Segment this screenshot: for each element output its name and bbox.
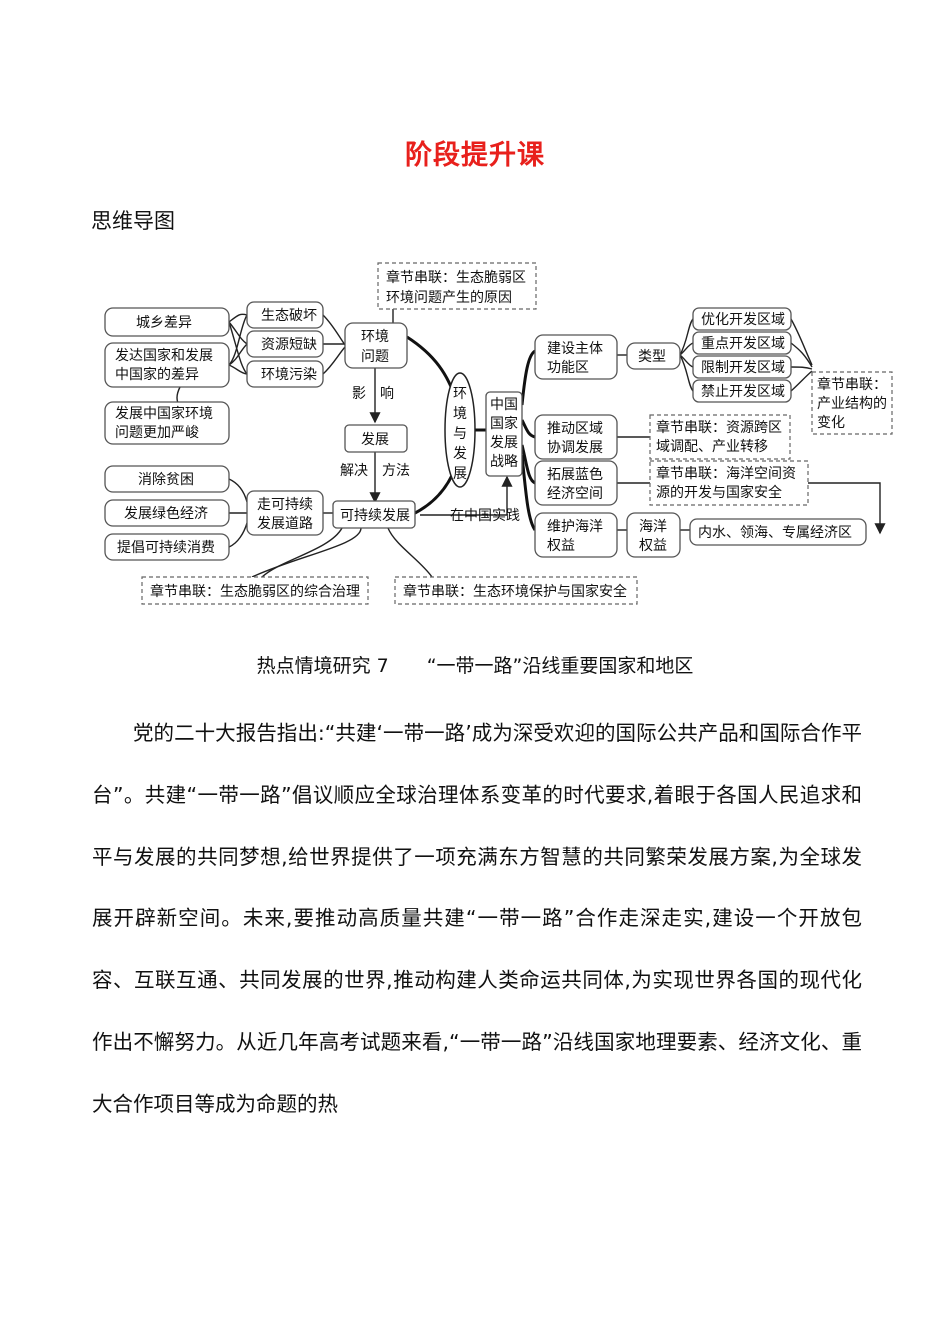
link-transfer-line2: 域调配、产业转移 xyxy=(656,439,768,455)
development-label: 发展 xyxy=(361,432,389,448)
zone-box xyxy=(692,355,792,379)
cause-worse-line2: 问题更加严峻 xyxy=(115,425,199,441)
link-box-env-cause xyxy=(377,262,537,310)
path-item-green-economy: 发展绿色经济 xyxy=(124,505,208,522)
case-study-title: 热点情境研究 7 “一带一路”沿线重要国家和地区 xyxy=(256,655,694,677)
center-ellipse xyxy=(444,372,476,488)
link-industry-line: 产业结构的 xyxy=(817,396,887,412)
sustainable-label: 可持续发展 xyxy=(340,507,410,524)
zone-optimized: 优化开发区域 xyxy=(701,312,785,328)
label-influence: 影 响 xyxy=(352,386,394,402)
item-regional-line2: 协调发展 xyxy=(547,440,603,456)
env-problem-line1: 环境 xyxy=(361,329,389,345)
mind-map: 章节串联：生态脆弱区 环境问题产生的原因 环境 问题 生态破坏 资源短缺 环境污… xyxy=(104,262,893,605)
center-char: 与 xyxy=(453,426,467,442)
cause-dev-gap-line2: 中国家的差异 xyxy=(115,366,199,383)
zone-restricted: 限制开发区域 xyxy=(701,360,785,376)
center-char: 发 xyxy=(453,446,467,462)
ocean-rights-line2: 权益 xyxy=(639,538,667,554)
section-label: 思维导图 xyxy=(91,209,175,233)
path-line2: 发展道路 xyxy=(257,516,313,532)
cause-dev-gap-line1: 发达国家和发展 xyxy=(115,347,213,364)
problem-ecological-damage: 生态破坏 xyxy=(261,308,317,324)
link-box-transfer xyxy=(649,414,791,460)
problem-pollution: 环境污染 xyxy=(261,367,317,383)
sustainable-box xyxy=(332,500,416,529)
development-box xyxy=(344,424,408,453)
zone-box xyxy=(692,379,792,403)
link-box-industry xyxy=(811,371,893,435)
item-ocean-line1: 维护海洋 xyxy=(547,519,603,535)
link-box-env-security xyxy=(394,576,638,605)
item-blue-line2: 经济空间 xyxy=(547,486,603,502)
link-ocean-line1: 章节串联：海洋空间资 xyxy=(656,465,796,482)
env-problem-box xyxy=(344,322,408,369)
center-char: 境 xyxy=(453,406,467,422)
strategy-box xyxy=(485,391,523,477)
strategy-item-box xyxy=(534,460,618,506)
label-china-practice: 在中国实践 xyxy=(450,508,520,524)
link-box-ocean xyxy=(649,460,809,506)
zone-box xyxy=(692,307,792,331)
zone-key: 重点开发区域 xyxy=(701,336,785,352)
item-blue-line1: 拓展蓝色 xyxy=(547,466,603,483)
link-fragile-governance: 章节串联：生态脆弱区的综合治理 xyxy=(150,583,360,600)
strategy-item-box xyxy=(534,512,618,558)
problem-box xyxy=(246,360,324,388)
path-item-box xyxy=(104,533,230,561)
center-char: 展 xyxy=(453,466,467,482)
cause-box xyxy=(104,342,230,388)
link-transfer-line1: 章节串联：资源跨区 xyxy=(656,419,782,436)
link-env-cause-line2: 环境问题产生的原因 xyxy=(386,290,512,306)
link-ocean-line2: 源的开发与国家安全 xyxy=(656,484,782,501)
problem-box xyxy=(246,301,324,329)
waters-box xyxy=(689,518,867,546)
path-item-poverty: 消除贫困 xyxy=(138,472,194,488)
type-box xyxy=(626,342,681,370)
strategy-item-box xyxy=(534,414,618,460)
item-ocean-line2: 权益 xyxy=(547,538,575,554)
type-label: 类型 xyxy=(638,349,666,365)
problem-resource-shortage: 资源短缺 xyxy=(261,337,317,353)
link-env-cause-line1: 章节串联：生态脆弱区 xyxy=(386,269,526,286)
path-item-box xyxy=(104,465,230,493)
strategy-line: 战略 xyxy=(490,454,518,470)
cause-urban-rural: 城乡差异 xyxy=(136,315,192,331)
path-line1: 走可持续 xyxy=(257,496,313,513)
path-item-box xyxy=(104,499,230,527)
center-char: 环 xyxy=(453,386,467,402)
strategy-line: 国家 xyxy=(490,415,518,432)
cause-box xyxy=(104,307,230,337)
zone-box xyxy=(692,331,792,355)
zone-prohibited: 禁止开发区域 xyxy=(701,384,785,400)
body-paragraph: 党的二十大报告指出:“共建‘一带一路’成为深受欢迎的国际公共产品和国际合作平台”… xyxy=(92,721,862,1116)
link-industry-line: 变化 xyxy=(817,415,845,431)
strategy-line: 中国 xyxy=(490,397,518,413)
strategy-item-box xyxy=(534,334,618,380)
strategy-line: 发展 xyxy=(490,435,518,451)
ocean-rights-line1: 海洋 xyxy=(639,519,667,535)
env-problem-line2: 问题 xyxy=(361,349,389,365)
page-title: 阶段提升课 xyxy=(405,140,545,171)
waters-label: 内水、领海、专属经济区 xyxy=(698,525,852,541)
cause-box xyxy=(104,401,230,445)
problem-box xyxy=(246,330,324,358)
path-box xyxy=(246,490,324,536)
ocean-rights-box xyxy=(626,512,681,558)
label-solve: 解决 方法 xyxy=(340,463,410,479)
link-env-security: 章节串联：生态环境保护与国家安全 xyxy=(403,583,627,600)
path-item-consumption: 提倡可持续消费 xyxy=(117,539,215,556)
cause-worse-line1: 发展中国家环境 xyxy=(115,405,213,422)
item-regional-line1: 推动区域 xyxy=(547,421,603,437)
item-main-body-line1: 建设主体 xyxy=(547,341,603,357)
link-industry-line: 章节串联： xyxy=(817,376,887,393)
link-box-fragile-governance xyxy=(141,576,369,605)
item-main-body-line2: 功能区 xyxy=(547,360,589,376)
